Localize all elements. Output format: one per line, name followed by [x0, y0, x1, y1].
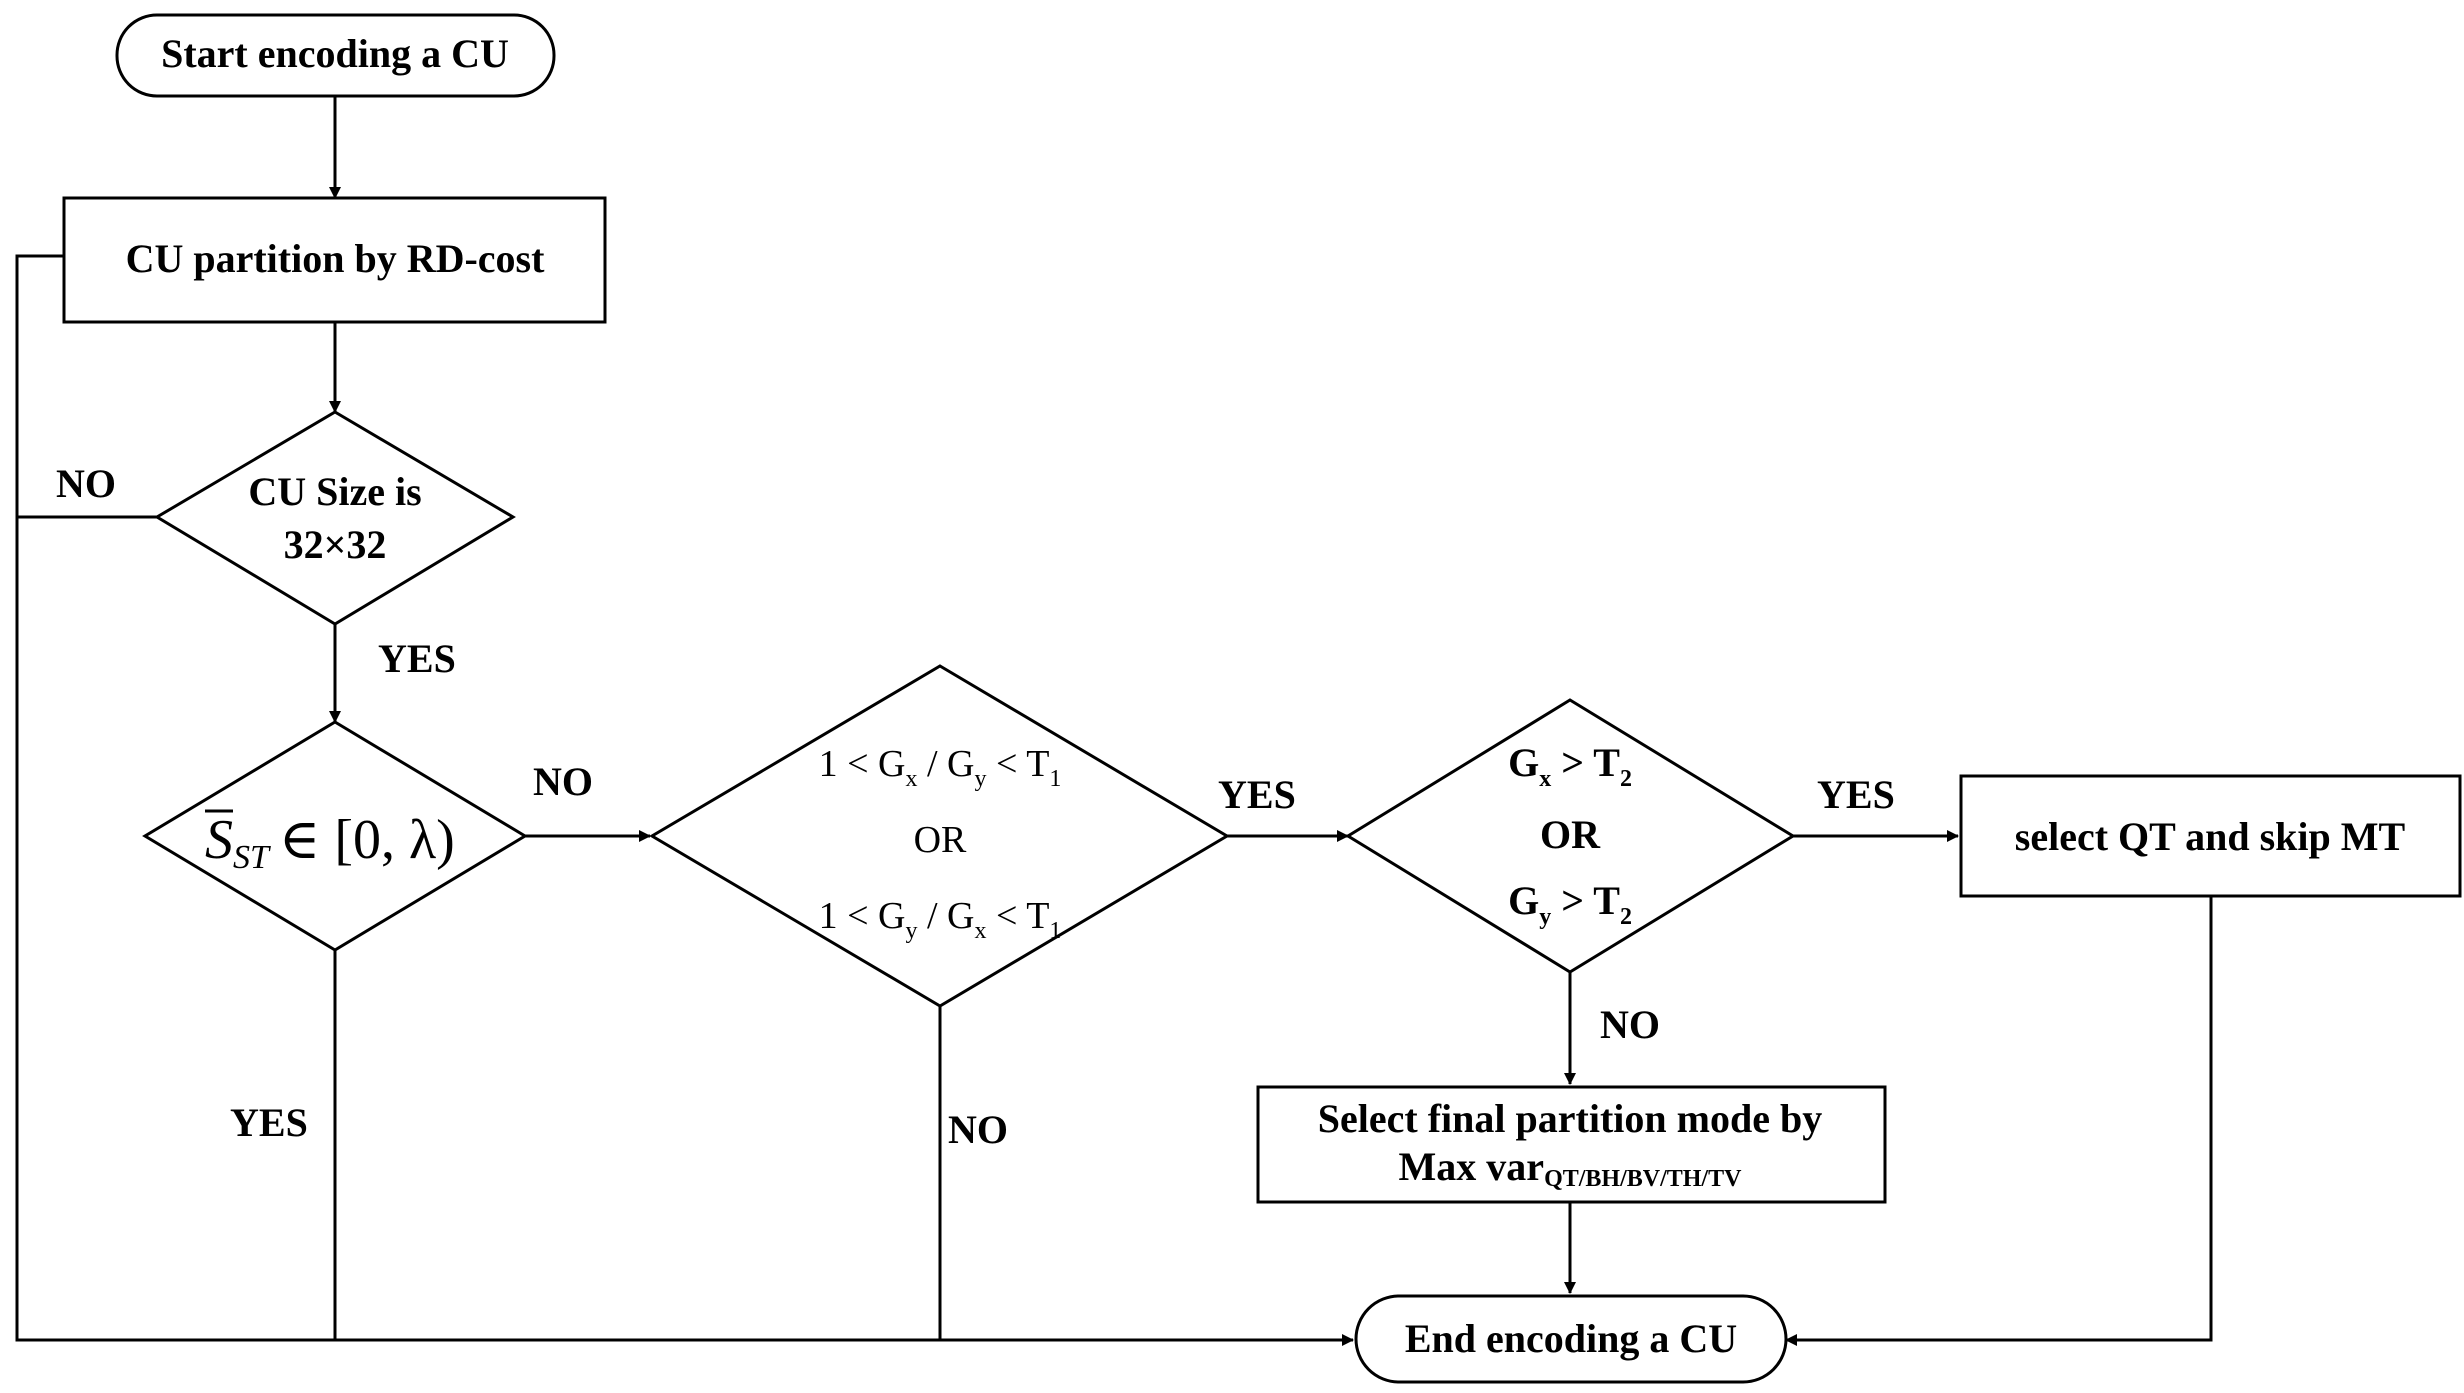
ratio-no-label: NO [948, 1107, 1008, 1152]
grad-yes-label: YES [1817, 772, 1895, 817]
sst-no-label: NO [533, 759, 593, 804]
edges [15, 96, 2213, 1346]
ratio-or: OR [914, 819, 967, 861]
end-node: End encoding a CU [1354, 1294, 1788, 1384]
ratio-decision: 1 < Gx / Gy < T1 OR 1 < Gy / Gx < T1 [649, 664, 1230, 1008]
size-yes-label: YES [378, 636, 456, 681]
ratio-line3: 1 < Gy / Gx < T1 [819, 895, 1062, 944]
size-label-line2: 32×32 [284, 522, 387, 567]
edge-qt-to-end [1785, 896, 2213, 1346]
start-label: Start encoding a CU [161, 31, 509, 76]
size-decision: CU Size is 32×32 [154, 410, 516, 626]
size-label-line1: CU Size is [248, 469, 421, 514]
grad-or: OR [1540, 812, 1601, 857]
grad-decision: Gx > T2 OR Gy > T2 [1345, 698, 1796, 974]
grad-no-label: NO [1600, 1002, 1660, 1047]
grad-line3: Gy > T2 [1508, 878, 1632, 930]
sst-label: SST∈ [0, λ) [205, 809, 455, 876]
final-mode-node: Select final partition mode by Max varQT… [1256, 1085, 1887, 1204]
edge-labels: NO YES NO YES YES NO YES NO [56, 461, 1895, 1152]
size-no-label: NO [56, 461, 116, 506]
end-label: End encoding a CU [1405, 1316, 1737, 1361]
rd-partition-node: CU partition by RD-cost [62, 196, 607, 324]
final-mode-line2: Max varQT/BH/BV/TH/TV [1399, 1144, 1743, 1192]
ratio-yes-label: YES [1218, 772, 1296, 817]
select-qt-node: select QT and skip MT [1959, 774, 2462, 898]
sst-yes-label: YES [230, 1100, 308, 1145]
edge-rd-left-bus [15, 254, 1354, 1346]
rd-partition-label: CU partition by RD-cost [126, 236, 546, 281]
grad-line1: Gx > T2 [1508, 740, 1632, 792]
sst-decision: SST∈ [0, λ) [142, 720, 528, 952]
select-qt-label: select QT and skip MT [2015, 814, 2406, 859]
final-mode-line1: Select final partition mode by [1318, 1096, 1822, 1141]
ratio-line1: 1 < Gx / Gy < T1 [819, 743, 1062, 792]
start-node: Start encoding a CU [115, 13, 556, 98]
